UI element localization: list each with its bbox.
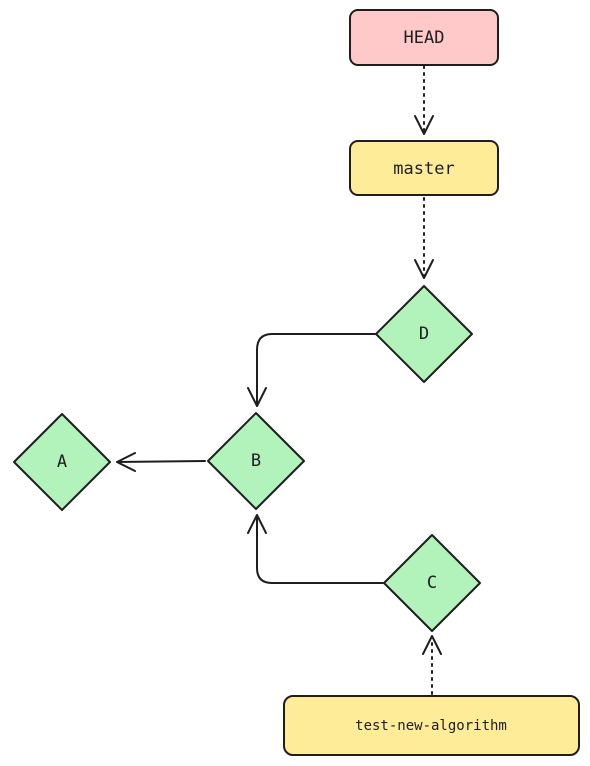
ref-head-box bbox=[349, 9, 499, 66]
arrowhead-master-to-d bbox=[414, 259, 434, 279]
ref-master-label: master bbox=[393, 159, 454, 179]
ref-master-box bbox=[349, 140, 499, 196]
ref-head[interactable]: HEAD bbox=[349, 9, 499, 66]
commit-a-label: A bbox=[57, 452, 67, 472]
ref-master[interactable]: master bbox=[349, 140, 499, 196]
commit-a[interactable]: A bbox=[13, 413, 111, 511]
commit-b-shape bbox=[207, 412, 305, 510]
commit-b[interactable]: B bbox=[207, 412, 305, 510]
commit-a-shape bbox=[13, 413, 111, 511]
arrowhead-c-to-b bbox=[247, 514, 267, 534]
commit-c-shape bbox=[383, 534, 481, 632]
edges bbox=[116, 65, 442, 695]
commit-c[interactable]: C bbox=[383, 534, 481, 632]
arrowhead-branch-to-c bbox=[422, 635, 442, 655]
arrowhead-d-to-b bbox=[247, 387, 267, 407]
ref-head-label: HEAD bbox=[404, 28, 445, 48]
ref-test-new-algorithm-label: test-new-algorithm bbox=[355, 718, 507, 734]
edge-d-to-b bbox=[256, 333, 376, 405]
commit-c-label: C bbox=[427, 573, 437, 593]
ref-test-new-algorithm[interactable]: test-new-algorithm bbox=[283, 695, 580, 756]
edge-c-to-b bbox=[256, 515, 384, 584]
commit-d-label: D bbox=[419, 324, 429, 344]
commit-d[interactable]: D bbox=[375, 285, 473, 383]
ref-test-new-algorithm-box bbox=[283, 695, 580, 756]
arrowhead-head-to-master bbox=[414, 115, 434, 135]
arrowhead-b-to-a bbox=[116, 452, 136, 472]
commit-d-shape bbox=[375, 285, 473, 383]
commit-b-label: B bbox=[251, 451, 261, 471]
edge-b-to-a bbox=[117, 460, 206, 463]
